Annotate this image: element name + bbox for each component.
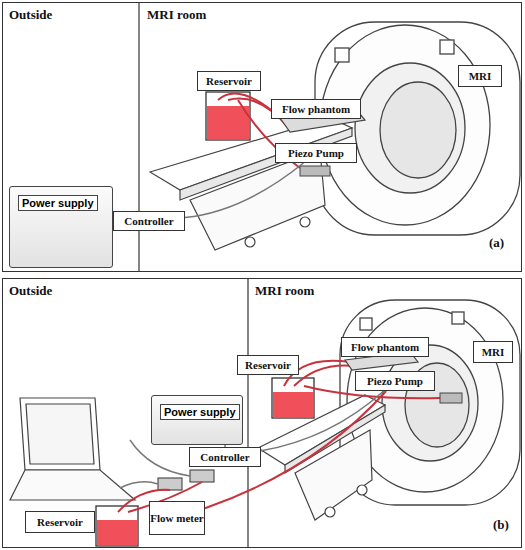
area-label: Outside — [9, 283, 52, 299]
label-text: Flow phantom — [351, 341, 419, 353]
pump-label: Piezo Pump — [355, 371, 435, 391]
laptop — [10, 398, 135, 500]
label-text: Flow meter — [150, 512, 203, 524]
outside-reservoir-beaker — [96, 506, 138, 546]
device-label: Power supply — [18, 195, 98, 211]
device-label: Power supply — [160, 404, 240, 420]
controller-label: Controller — [113, 211, 185, 231]
label-text: Reservoir — [37, 516, 83, 528]
area-label: MRI room — [255, 283, 314, 299]
area-label: MRI room — [147, 7, 206, 23]
reservoir-label: Reservoir — [237, 355, 299, 375]
usb-cable — [130, 440, 190, 476]
cable-connector — [261, 391, 384, 451]
phantom-label: Flow phantom — [341, 337, 429, 357]
label-text: MRI — [469, 70, 492, 82]
reservoir-label: Reservoir — [197, 71, 261, 91]
pump-object — [440, 393, 462, 403]
controller-label: Controller — [189, 447, 261, 467]
label-text: MRI — [482, 346, 505, 358]
label-text: Reservoir — [245, 359, 291, 371]
usb-cable — [120, 482, 158, 488]
room-divider — [247, 278, 248, 548]
reservoir-beaker — [272, 378, 314, 418]
area-label: Outside — [9, 7, 52, 23]
reservoir-label: Reservoir — [25, 511, 95, 533]
figure-panel: Outside MRI room (a) MRI ReservoirFlow phant… — [2, 2, 522, 272]
mri-label: MRI — [473, 341, 513, 363]
panel-letter: (a) — [489, 235, 504, 251]
label-text: Reservoir — [206, 75, 252, 87]
phantom-label: Flow phantom — [271, 99, 361, 119]
flow-meter-label: Flow meter — [149, 501, 205, 535]
label-text: Piezo Pump — [367, 375, 423, 387]
label-text: Controller — [124, 215, 173, 227]
power-supply-unit: Power supply — [151, 395, 243, 445]
flow-meter-device — [158, 470, 214, 490]
label-text: Piezo Pump — [288, 147, 344, 159]
figure-panel: Outside MRI room (b) MRI Reservoir Flow phant… — [2, 278, 522, 548]
pump-object — [300, 166, 330, 176]
cable-connector — [185, 163, 304, 218]
room-divider — [138, 2, 139, 272]
label-text: Flow phantom — [282, 103, 350, 115]
power-supply-unit: Power supply — [9, 186, 113, 268]
pump-label: Piezo Pump — [275, 143, 357, 163]
mri-label: MRI — [458, 65, 502, 87]
panel-letter: (b) — [493, 517, 509, 533]
label-text: Controller — [200, 451, 249, 463]
